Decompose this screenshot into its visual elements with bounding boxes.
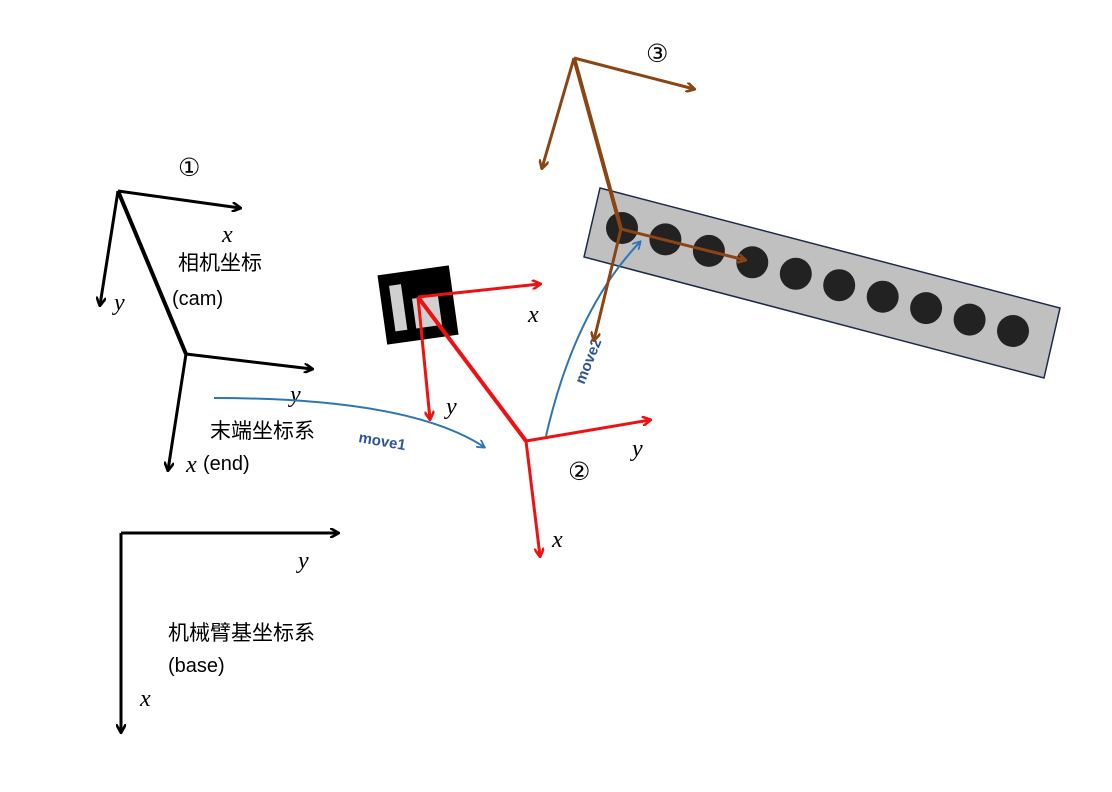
tray-hole bbox=[779, 257, 812, 290]
target3-tray-y-axis bbox=[594, 228, 623, 340]
target3-frame: ③ bbox=[542, 39, 745, 340]
target2-y-label: y bbox=[630, 436, 643, 462]
cam-frame: ① x y 相机坐标 (cam) bbox=[100, 153, 262, 316]
target3-number: ③ bbox=[646, 39, 668, 68]
tray-body bbox=[583, 187, 1061, 379]
marker-bar bbox=[389, 284, 408, 332]
target2-x-label: x bbox=[551, 527, 563, 553]
end-y-axis bbox=[185, 352, 312, 369]
move2-label: move2 bbox=[572, 336, 606, 386]
target3-tray-x-axis bbox=[620, 227, 745, 260]
base-x-label: x bbox=[139, 686, 151, 712]
cam-end-link bbox=[116, 190, 188, 355]
tray-hole bbox=[953, 303, 986, 336]
red-frames: x y y x ② bbox=[416, 284, 650, 556]
cam-x-axis bbox=[117, 189, 240, 208]
marker-x-axis bbox=[417, 284, 540, 299]
cam-y-label: y bbox=[112, 290, 125, 316]
end-x-axis bbox=[168, 353, 188, 470]
tray-hole bbox=[866, 280, 899, 313]
target3-top-x-axis bbox=[573, 56, 694, 89]
end-y-label: y bbox=[288, 382, 301, 408]
tray-hole bbox=[997, 315, 1029, 347]
target2-number: ② bbox=[568, 457, 590, 486]
cam-frame-name: 相机坐标 bbox=[178, 251, 262, 275]
end-frame-name: 末端坐标系 bbox=[210, 419, 315, 443]
target2-x-axis bbox=[524, 440, 540, 556]
target2-y-axis bbox=[525, 420, 650, 443]
cam-x-label: x bbox=[221, 222, 233, 248]
base-frame: y x 机械臂基坐标系 (base) bbox=[121, 533, 338, 732]
cam-frame-number: ① bbox=[178, 153, 200, 182]
tray-hole bbox=[736, 246, 769, 279]
tray bbox=[583, 187, 1061, 379]
marker-y-axis bbox=[416, 296, 430, 419]
tray-hole bbox=[823, 269, 856, 302]
end-frame: y x 末端坐标系 (end) bbox=[168, 352, 315, 478]
marker-x-label: x bbox=[527, 302, 539, 328]
cam-frame-code: (cam) bbox=[172, 288, 223, 310]
move1-label: move1 bbox=[357, 429, 407, 454]
tray-hole bbox=[910, 292, 943, 325]
cam-y-axis bbox=[100, 190, 120, 305]
target3-top-y-axis bbox=[542, 57, 576, 168]
end-x-label: x bbox=[185, 452, 197, 478]
base-y-label: y bbox=[296, 548, 309, 574]
base-frame-name: 机械臂基坐标系 bbox=[168, 621, 315, 645]
base-frame-code: (base) bbox=[168, 655, 225, 677]
marker-y-label: y bbox=[444, 394, 457, 420]
end-frame-code: (end) bbox=[203, 453, 250, 475]
